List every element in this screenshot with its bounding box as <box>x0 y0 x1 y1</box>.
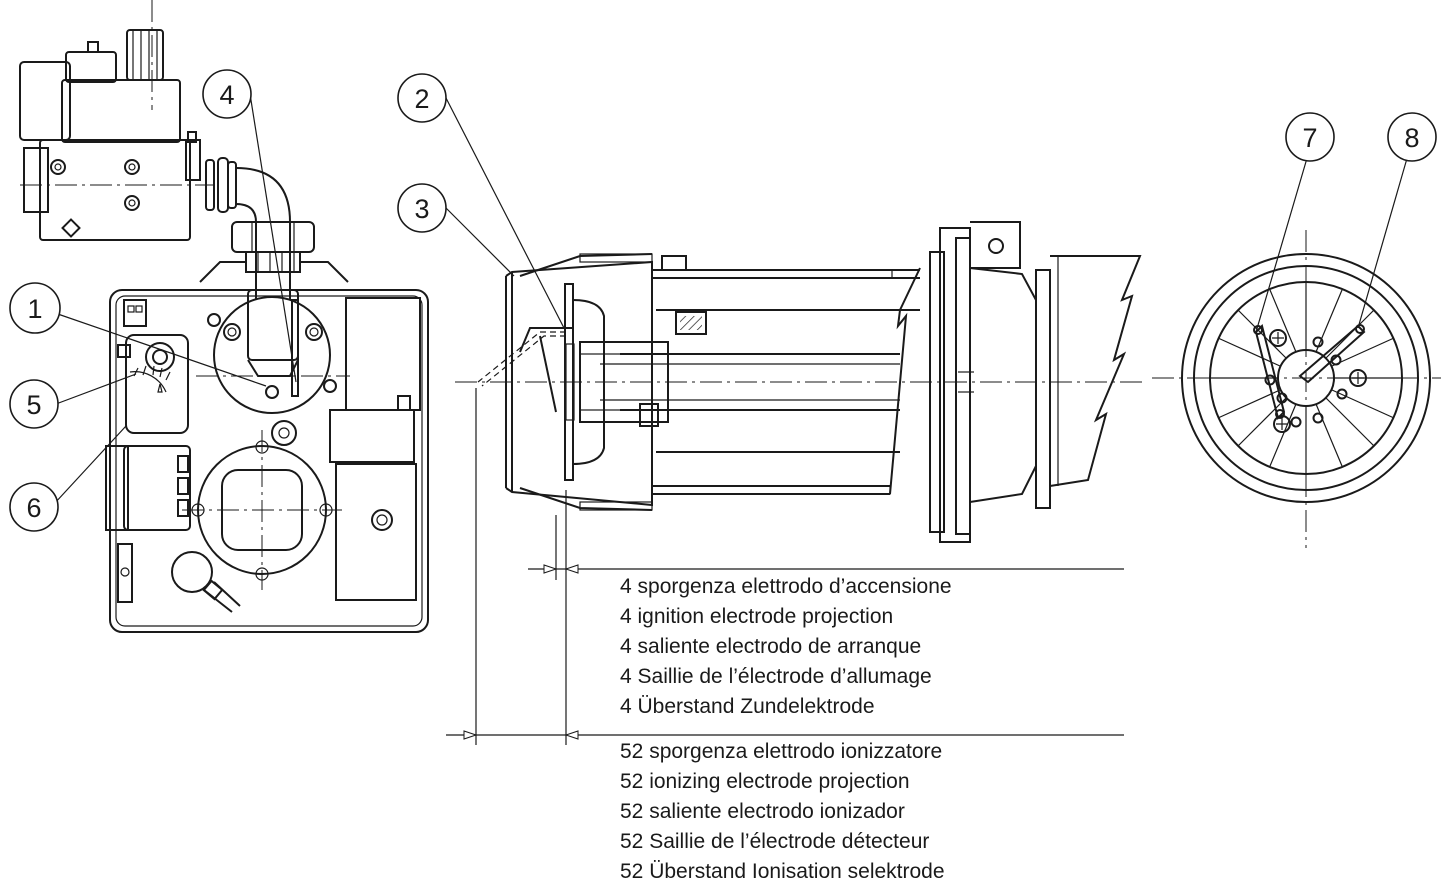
callout-6: 6 <box>9 482 59 532</box>
callout-1: 1 <box>9 282 61 334</box>
callout-label-1: 1 <box>27 294 42 324</box>
burner-head-front-view <box>1152 230 1441 548</box>
legend-line: 4 Überstand Zundelektrode <box>620 695 875 718</box>
callout-4: 4 <box>202 69 252 119</box>
burner-head-section <box>455 221 1145 543</box>
callout-leaders <box>51 93 1411 505</box>
callout-2: 2 <box>397 73 447 123</box>
callout-8: 8 <box>1387 112 1437 162</box>
legend-line: 52 Überstand Ionisation selektrode <box>620 860 945 883</box>
callout-5: 5 <box>9 379 59 429</box>
burner-housing <box>105 289 429 633</box>
legend-line: 4 Saillie de l’électrode d’allumage <box>620 665 932 688</box>
legend-line: 4 sporgenza elettrodo d’accensione <box>620 575 952 598</box>
gas-valve <box>19 29 215 241</box>
legend-line: 4 ignition electrode projection <box>620 605 894 628</box>
callout-label-5: 5 <box>26 390 41 420</box>
legend-line: 52 saliente electrodo ionizador <box>620 800 905 823</box>
callout-label-2: 2 <box>414 84 429 114</box>
callout-label-6: 6 <box>26 493 41 523</box>
gas-pipe <box>199 157 349 300</box>
legend-line: 4 saliente electrodo de arranque <box>620 635 922 658</box>
legend-line: 52 ionizing electrode projection <box>620 770 910 793</box>
legend-line: 52 Saillie de l’électrode détecteur <box>620 830 930 853</box>
callout-label-8: 8 <box>1404 123 1419 153</box>
burner-front-view <box>19 0 429 633</box>
callout-label-3: 3 <box>414 194 429 224</box>
callout-3: 3 <box>397 183 447 233</box>
dimension-lines <box>446 388 1124 745</box>
legend-line: 52 sporgenza elettrodo ionizzatore <box>620 740 943 763</box>
callout-label-7: 7 <box>1302 123 1317 153</box>
ionization-projection-legend: 52 sporgenza elettrodo ionizzatore 52 io… <box>620 737 945 887</box>
callout-7: 7 <box>1285 112 1335 162</box>
ignition-projection-legend: 4 sporgenza elettrodo d’accensione 4 ign… <box>620 572 952 722</box>
callout-label-4: 4 <box>219 80 234 110</box>
